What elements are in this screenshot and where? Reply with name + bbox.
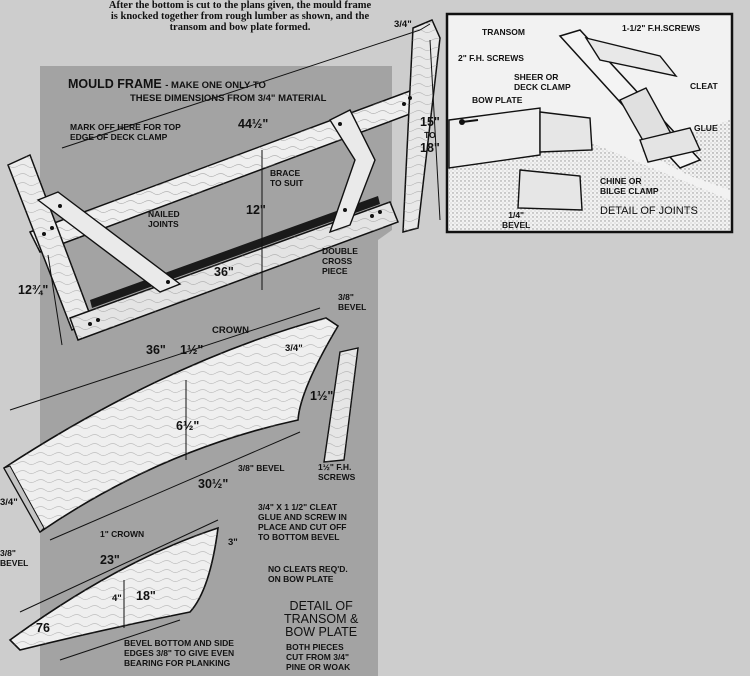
joints-glue-label: GLUE: [694, 123, 718, 133]
transom-bottom-edge: [3, 465, 45, 533]
joints-chine-block: [517, 169, 583, 211]
caption-line-1: After the bottom is cut to the plans giv…: [108, 0, 372, 11]
transom-bottom-bevel: 3/8" BEVEL: [238, 463, 285, 473]
no-cleats-note: NO CLEATS REQ'D.ON BOW PLATE: [268, 564, 348, 584]
joints-detail-box: [445, 12, 734, 234]
mould-frame-nails: [42, 96, 412, 326]
mould-frame-height: 12": [246, 203, 266, 217]
joints-cleat-label: CLEAT: [690, 81, 718, 91]
joints-top-screws-label: 1-1/2" F.H.SCREWS: [622, 23, 701, 33]
bow-plate-mid-width: 18": [136, 589, 156, 603]
mould-frame-drawing: [7, 19, 441, 346]
transom-crown-depth: 1½": [180, 343, 204, 357]
mould-frame-dimensions: [47, 23, 441, 346]
transom-left-thickness: 3/4": [0, 497, 18, 508]
joints-bow-plate: [448, 107, 541, 169]
joints-chine-clamp: [639, 127, 701, 163]
joints-sheer-block: [539, 111, 593, 153]
transom-height: 6½": [176, 419, 200, 433]
bow-plate-angle: 76: [36, 621, 50, 635]
transom-screws: 1½" F.H.SCREWS: [318, 462, 356, 482]
bow-plate-top-width: 23": [100, 553, 120, 567]
bow-plate-crown: 1" CROWN: [100, 529, 145, 539]
mould-frame-brace-right: [328, 109, 376, 234]
mould-frame-title: MOULD FRAME - MAKE ONE ONLY TO: [68, 77, 266, 91]
joints-sheer-clamp: [584, 36, 678, 78]
mould-frame-material-note: THESE DIMENSIONS FROM 3/4" MATERIAL: [130, 93, 327, 104]
mould-frame-bottom-length: 36": [214, 265, 234, 279]
transom-top-width: 36": [146, 343, 166, 357]
transom-bottom-width: 30½": [198, 477, 229, 491]
caption-line-3: transom and bow plate formed.: [169, 22, 311, 33]
mould-frame-top-length: 44½": [238, 117, 269, 131]
mould-frame-left-height: 12¾": [18, 283, 49, 297]
transom-cleat-length: 1½": [310, 389, 334, 403]
joints-title: DETAIL OF JOINTS: [600, 205, 698, 217]
joints-fh-screws-label: 2" F.H. SCREWS: [458, 53, 524, 63]
bow-plate-depth-mid: 4": [112, 593, 122, 604]
caption-line-2: is knocked together from rough lumber as…: [110, 11, 370, 22]
caption: After the bottom is cut to the plans giv…: [40, 0, 440, 33]
transom-edge-thickness: 3/4": [285, 343, 303, 354]
bow-plate-dimensions: [19, 519, 219, 661]
transom-crown-label: CROWN: [212, 325, 249, 336]
bow-plate-drawing: [8, 519, 219, 661]
joints-bevel-label: 1/4"BEVEL: [502, 210, 531, 230]
joints-screw-head: [459, 119, 465, 125]
joints-bow-plate-label: BOW PLATE: [472, 95, 523, 105]
mould-frame-brace-left: [36, 191, 182, 293]
post-thickness: 3/4": [394, 19, 412, 30]
bow-plate-depth-right: 3": [228, 537, 238, 548]
transom-left-bevel: 3/8"BEVEL: [0, 548, 29, 568]
transom-drawing: [2, 307, 359, 541]
joints-transom-label: TRANSOM: [482, 27, 525, 37]
transom-top-bevel: 3/8"BEVEL: [338, 292, 367, 312]
transom-dimensions: [9, 307, 321, 541]
